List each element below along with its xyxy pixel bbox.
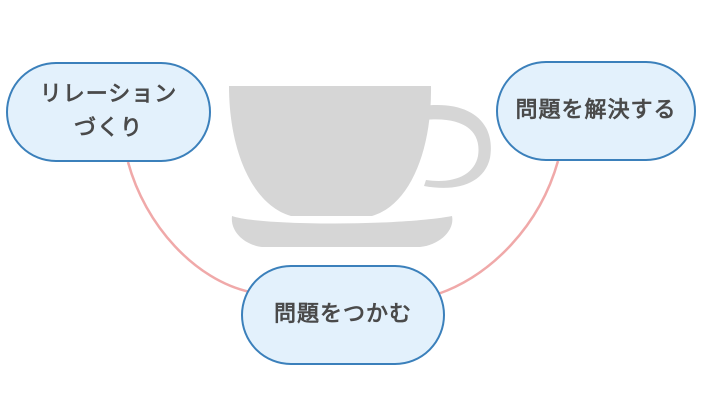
node-relation-building[interactable]: リレーション づくり bbox=[6, 62, 211, 162]
connector-relation-to-grasp bbox=[126, 161, 251, 294]
connector-solve-to-grasp bbox=[437, 160, 560, 296]
node-solve-problem-label: 問題を解決する bbox=[515, 98, 677, 123]
node-solve-problem[interactable]: 問題を解決する bbox=[496, 61, 696, 161]
coffee-cup-icon bbox=[229, 86, 491, 247]
node-relation-building-label: リレーション づくり bbox=[39, 82, 178, 141]
node-grasp-problem-label: 問題をつかむ bbox=[273, 302, 412, 327]
node-grasp-problem[interactable]: 問題をつかむ bbox=[241, 265, 445, 365]
